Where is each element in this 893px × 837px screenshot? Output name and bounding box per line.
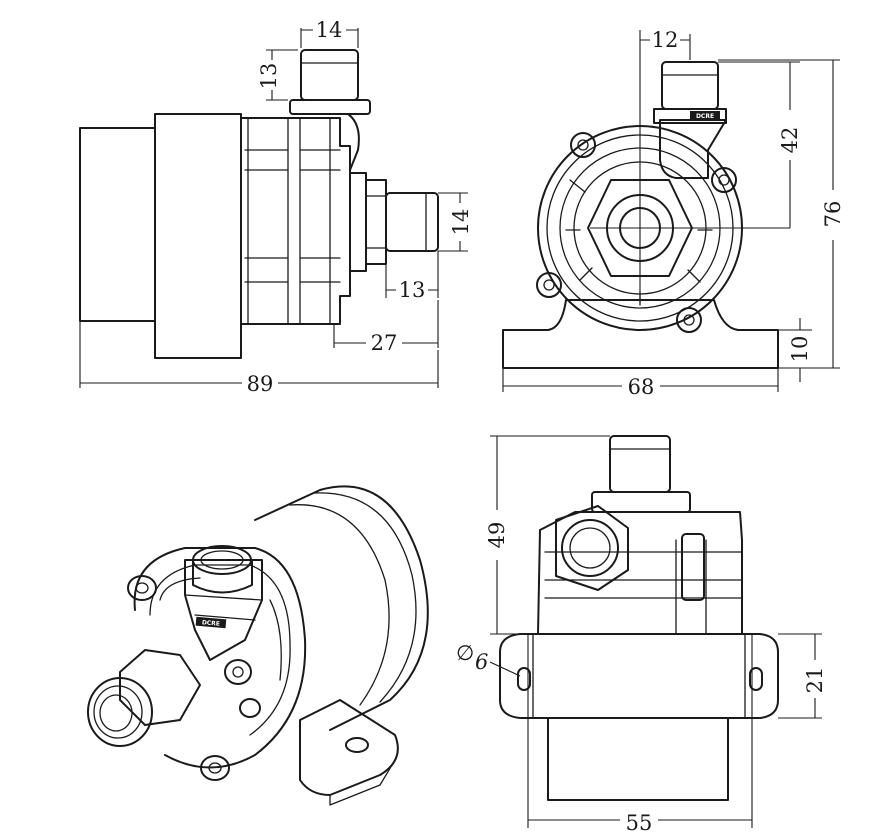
top-inlet-nut — [591, 491, 691, 513]
iso-inlet-housing — [184, 559, 263, 661]
pump-housing — [240, 117, 351, 325]
mount-hole-right — [749, 667, 763, 691]
front-view-dimensions: 12 42 76 10 68 — [502, 28, 845, 399]
motor-cap — [79, 127, 156, 322]
dim-base-height: 10 — [788, 336, 812, 363]
dim-base-width: 68 — [628, 375, 655, 399]
dim-total-length: 89 — [247, 372, 274, 396]
inlet-logo-badge — [690, 111, 720, 120]
dim-inlet-length: 13 — [257, 63, 281, 90]
top-view — [499, 435, 779, 801]
side-view — [79, 49, 439, 359]
bolt-bosses — [536, 132, 737, 333]
iso-outlet-hex — [119, 649, 201, 726]
dim-outlet-width: 14 — [449, 209, 473, 236]
top-outlet-hex — [555, 505, 629, 591]
iso-inlet-barb — [192, 559, 253, 594]
iso-bolt-bosses — [127, 575, 261, 781]
dim-hole-diameter: 6 — [475, 650, 488, 674]
outlet-barb — [385, 192, 439, 252]
iso-inlet-logo-badge — [195, 616, 227, 629]
dim-center-height: 42 — [778, 127, 802, 154]
isometric-view: DCRE — [87, 485, 429, 806]
hole-diameter-symbol: ∅ — [456, 641, 474, 665]
top-outlet-outer — [561, 519, 619, 577]
top-clip — [681, 533, 705, 601]
top-inlet-barb — [609, 435, 671, 493]
outlet-nut — [365, 179, 387, 265]
top-motor — [547, 717, 729, 801]
iso-mounting-foot — [299, 699, 399, 796]
inlet-housing — [659, 119, 727, 179]
dim-base-depth: 21 — [803, 667, 827, 694]
outlet-hex-nut — [587, 179, 693, 277]
inlet-logo: DCRE — [696, 113, 714, 120]
dim-body-width: 55 — [626, 811, 653, 835]
iso-inlet-rim — [192, 545, 252, 575]
mount-hole-left — [517, 667, 531, 691]
dim-outlet-offset-front: 12 — [652, 28, 679, 52]
top-view-dimensions: 49 ∅ 6 21 55 — [456, 435, 827, 835]
dim-inlet-width: 14 — [316, 18, 343, 42]
motor-body — [154, 113, 242, 359]
outlet-flange — [349, 172, 367, 272]
dim-top-height: 49 — [485, 522, 509, 549]
front-view: DCRE — [502, 30, 790, 369]
iso-inlet-logo: DCRE — [202, 619, 221, 628]
dim-outlet-length: 13 — [399, 278, 426, 302]
inlet-nut — [289, 99, 371, 115]
inlet-barb — [300, 49, 359, 101]
iso-volute — [133, 547, 307, 769]
top-base-plate — [499, 633, 779, 719]
motor-cylinder — [254, 485, 429, 731]
dim-outlet-offset: 27 — [371, 331, 398, 355]
iso-outlet-barb — [87, 677, 153, 747]
mounting-base — [502, 299, 779, 369]
inlet-barb — [661, 61, 719, 110]
dim-total-height: 76 — [821, 201, 845, 228]
iso-mount-hole — [345, 737, 369, 753]
side-view-dimensions: 14 13 14 13 27 89 — [79, 18, 473, 396]
inlet-neck — [347, 113, 360, 171]
